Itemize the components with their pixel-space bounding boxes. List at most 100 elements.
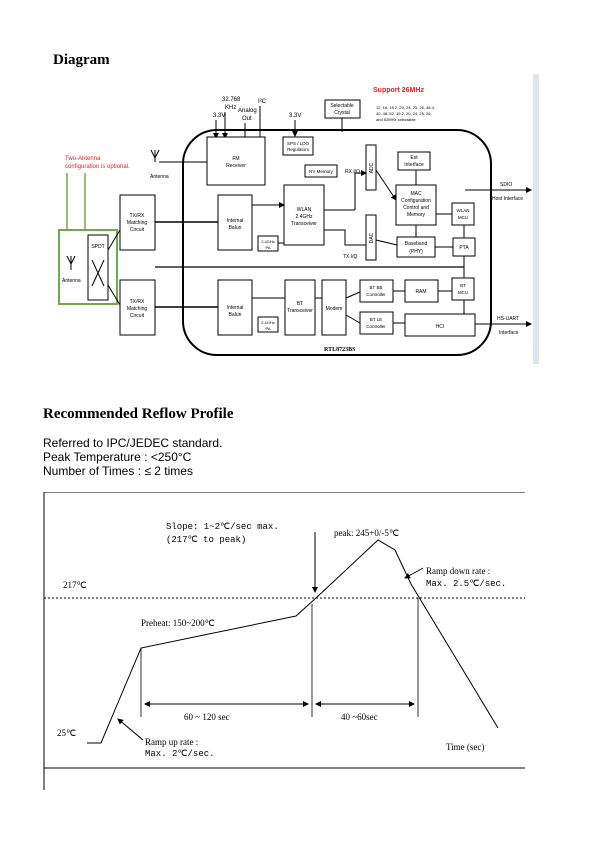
txrx-top-3: Circuit [130, 227, 145, 233]
preheat-label: Preheat: 150~200℃ [141, 618, 215, 628]
label-khz: KHz [225, 105, 236, 111]
wlan-2: 2.4GHz [296, 214, 313, 220]
adc-label: ADC [369, 162, 375, 173]
block-diagram: RTL8723BS 3.3V 32.768 KHz Analog Out I²C… [58, 74, 539, 364]
btle-box [359, 311, 394, 335]
sps-box [282, 136, 314, 156]
antenna-bottom-label: Antenna [62, 278, 81, 284]
fm-2: Receiver [226, 163, 246, 169]
txrx-bot-2: Matching [127, 306, 148, 312]
balun-box-top [217, 194, 253, 251]
wlan-box [283, 184, 325, 246]
nv-box [304, 164, 338, 178]
rampdown-arrow [404, 567, 424, 579]
label-i2c: I²C [258, 99, 267, 105]
fm-1: FM [232, 156, 239, 162]
time-markers [140, 598, 419, 717]
wlan-3: Transceiver [291, 221, 317, 227]
pa-box-bottom [257, 316, 279, 333]
reflow-line-2: Peak Temperature : <250°C [43, 450, 192, 464]
pa-top-1: 2.4GHz [261, 239, 275, 244]
chip-label: RTL8723BS [324, 347, 356, 353]
wlan-mcu-box [451, 202, 475, 226]
ext-1: Ext [410, 155, 418, 161]
rampdown-label-2: Max. 2.5℃/sec. [426, 579, 506, 589]
hci-label: HCI [436, 324, 445, 330]
balun-box-bottom [217, 279, 253, 336]
right-strip [533, 74, 539, 364]
hci-box [404, 313, 476, 337]
dac-box [365, 214, 377, 261]
pta-label: PTA [459, 245, 469, 251]
mac-4: Memory [407, 212, 426, 218]
btle-2: Controller [366, 324, 386, 329]
wlan-1: WLAN [297, 207, 312, 213]
txrx-top-1: TX/RX [130, 213, 145, 219]
reflow-line-1: Referred to IPC/JEDEC standard. [43, 436, 223, 450]
bb-1: Baseband [405, 241, 428, 247]
pa-top-2: PA [265, 245, 270, 250]
rampup-label-2: Max. 2℃/sec. [145, 749, 215, 759]
btbd-box [359, 279, 394, 303]
time-label: Time (sec) [446, 742, 484, 752]
chip-outline [182, 129, 492, 356]
note-line-2: configuration is optional. [65, 164, 130, 170]
support-26mhz: Support 26MHz [373, 87, 424, 94]
wlanmcu-2: MCU [458, 215, 468, 220]
dur2-label: 40 ~60sec [341, 712, 378, 722]
uart-label: HS-UART [497, 316, 519, 322]
txrx-top-2: Matching [127, 220, 148, 226]
reflow-line-3: Number of Times : ≤ 2 times [43, 464, 193, 478]
slope-label-1: Slope: 1~2℃/sec max. [166, 522, 279, 532]
bt-1: BT [297, 301, 303, 307]
sdio-label: SDIO [500, 182, 512, 188]
nv-label: NV Memory [309, 169, 334, 174]
btbd-2: Controller [366, 292, 386, 297]
iface-label: Interface [499, 330, 519, 336]
bt-box [284, 279, 316, 336]
pa-bot-2: PA [265, 326, 270, 331]
sps-2: Regulators [287, 147, 310, 152]
crystal-label-1: Selectable [330, 103, 354, 109]
wlanmcu-1: WLAN [456, 208, 469, 213]
label-3v3-a: 3.3V [213, 113, 225, 119]
profile-curve [87, 539, 499, 744]
note-line-1: Two-Antenna [65, 156, 101, 162]
btmcu-1: BT [460, 283, 466, 288]
t217-label: 217℃ [63, 580, 87, 590]
bt-mcu-box [451, 277, 475, 301]
txiq-label: TX I/Q [343, 254, 358, 260]
bt-2: Transceiver [287, 308, 313, 314]
antenna-bottom-icon [66, 255, 76, 270]
label-32768: 32.768 [222, 97, 241, 103]
ext-2: Interface [404, 162, 424, 168]
bb-2: (PHY) [409, 249, 423, 255]
slope-label-2: (217℃ to peak) [166, 535, 246, 545]
mac-box [395, 184, 437, 226]
crystal-label-2: Crystal [334, 110, 350, 116]
reflow-heading: Recommended Reflow Profile [43, 406, 234, 422]
mac-3: Control and [403, 205, 429, 211]
ext-box [397, 151, 431, 171]
antenna-top-label: Antenna [150, 174, 169, 180]
rxiq-label: RX I/Q [345, 169, 360, 175]
btmcu-2: MCU [458, 290, 468, 295]
t25-label: 25℃ [57, 728, 76, 738]
freq-note-2: 40, 48, 52, 19.2, 20, 24, 25, 26, [376, 111, 432, 116]
antenna-top-icon [150, 149, 160, 162]
balun-top-2: Balun [229, 225, 242, 231]
balun-bot-2: Balun [229, 312, 242, 318]
freq-note-3: and 52MHz selectable [376, 117, 416, 122]
rampup-label-1: Ramp up rate : [145, 737, 198, 747]
mac-1: MAC [410, 191, 422, 197]
dur1-label: 60 ~ 120 sec [184, 712, 230, 722]
fm-box [206, 136, 266, 186]
btbd-1: BT BB [370, 285, 383, 290]
label-3v3-b: 3.3V [289, 113, 301, 119]
mac-2: Configuration [401, 198, 431, 204]
diagram-heading: Diagram [53, 52, 110, 68]
pa-bot-1: 2.4GHz [261, 320, 275, 325]
balun-bot-1: Internal [227, 305, 244, 311]
label-out: Out [242, 116, 252, 122]
freq-note-1: 12, 16, 19.2, 20, 24, 25, 26, 38.4, [376, 105, 435, 110]
